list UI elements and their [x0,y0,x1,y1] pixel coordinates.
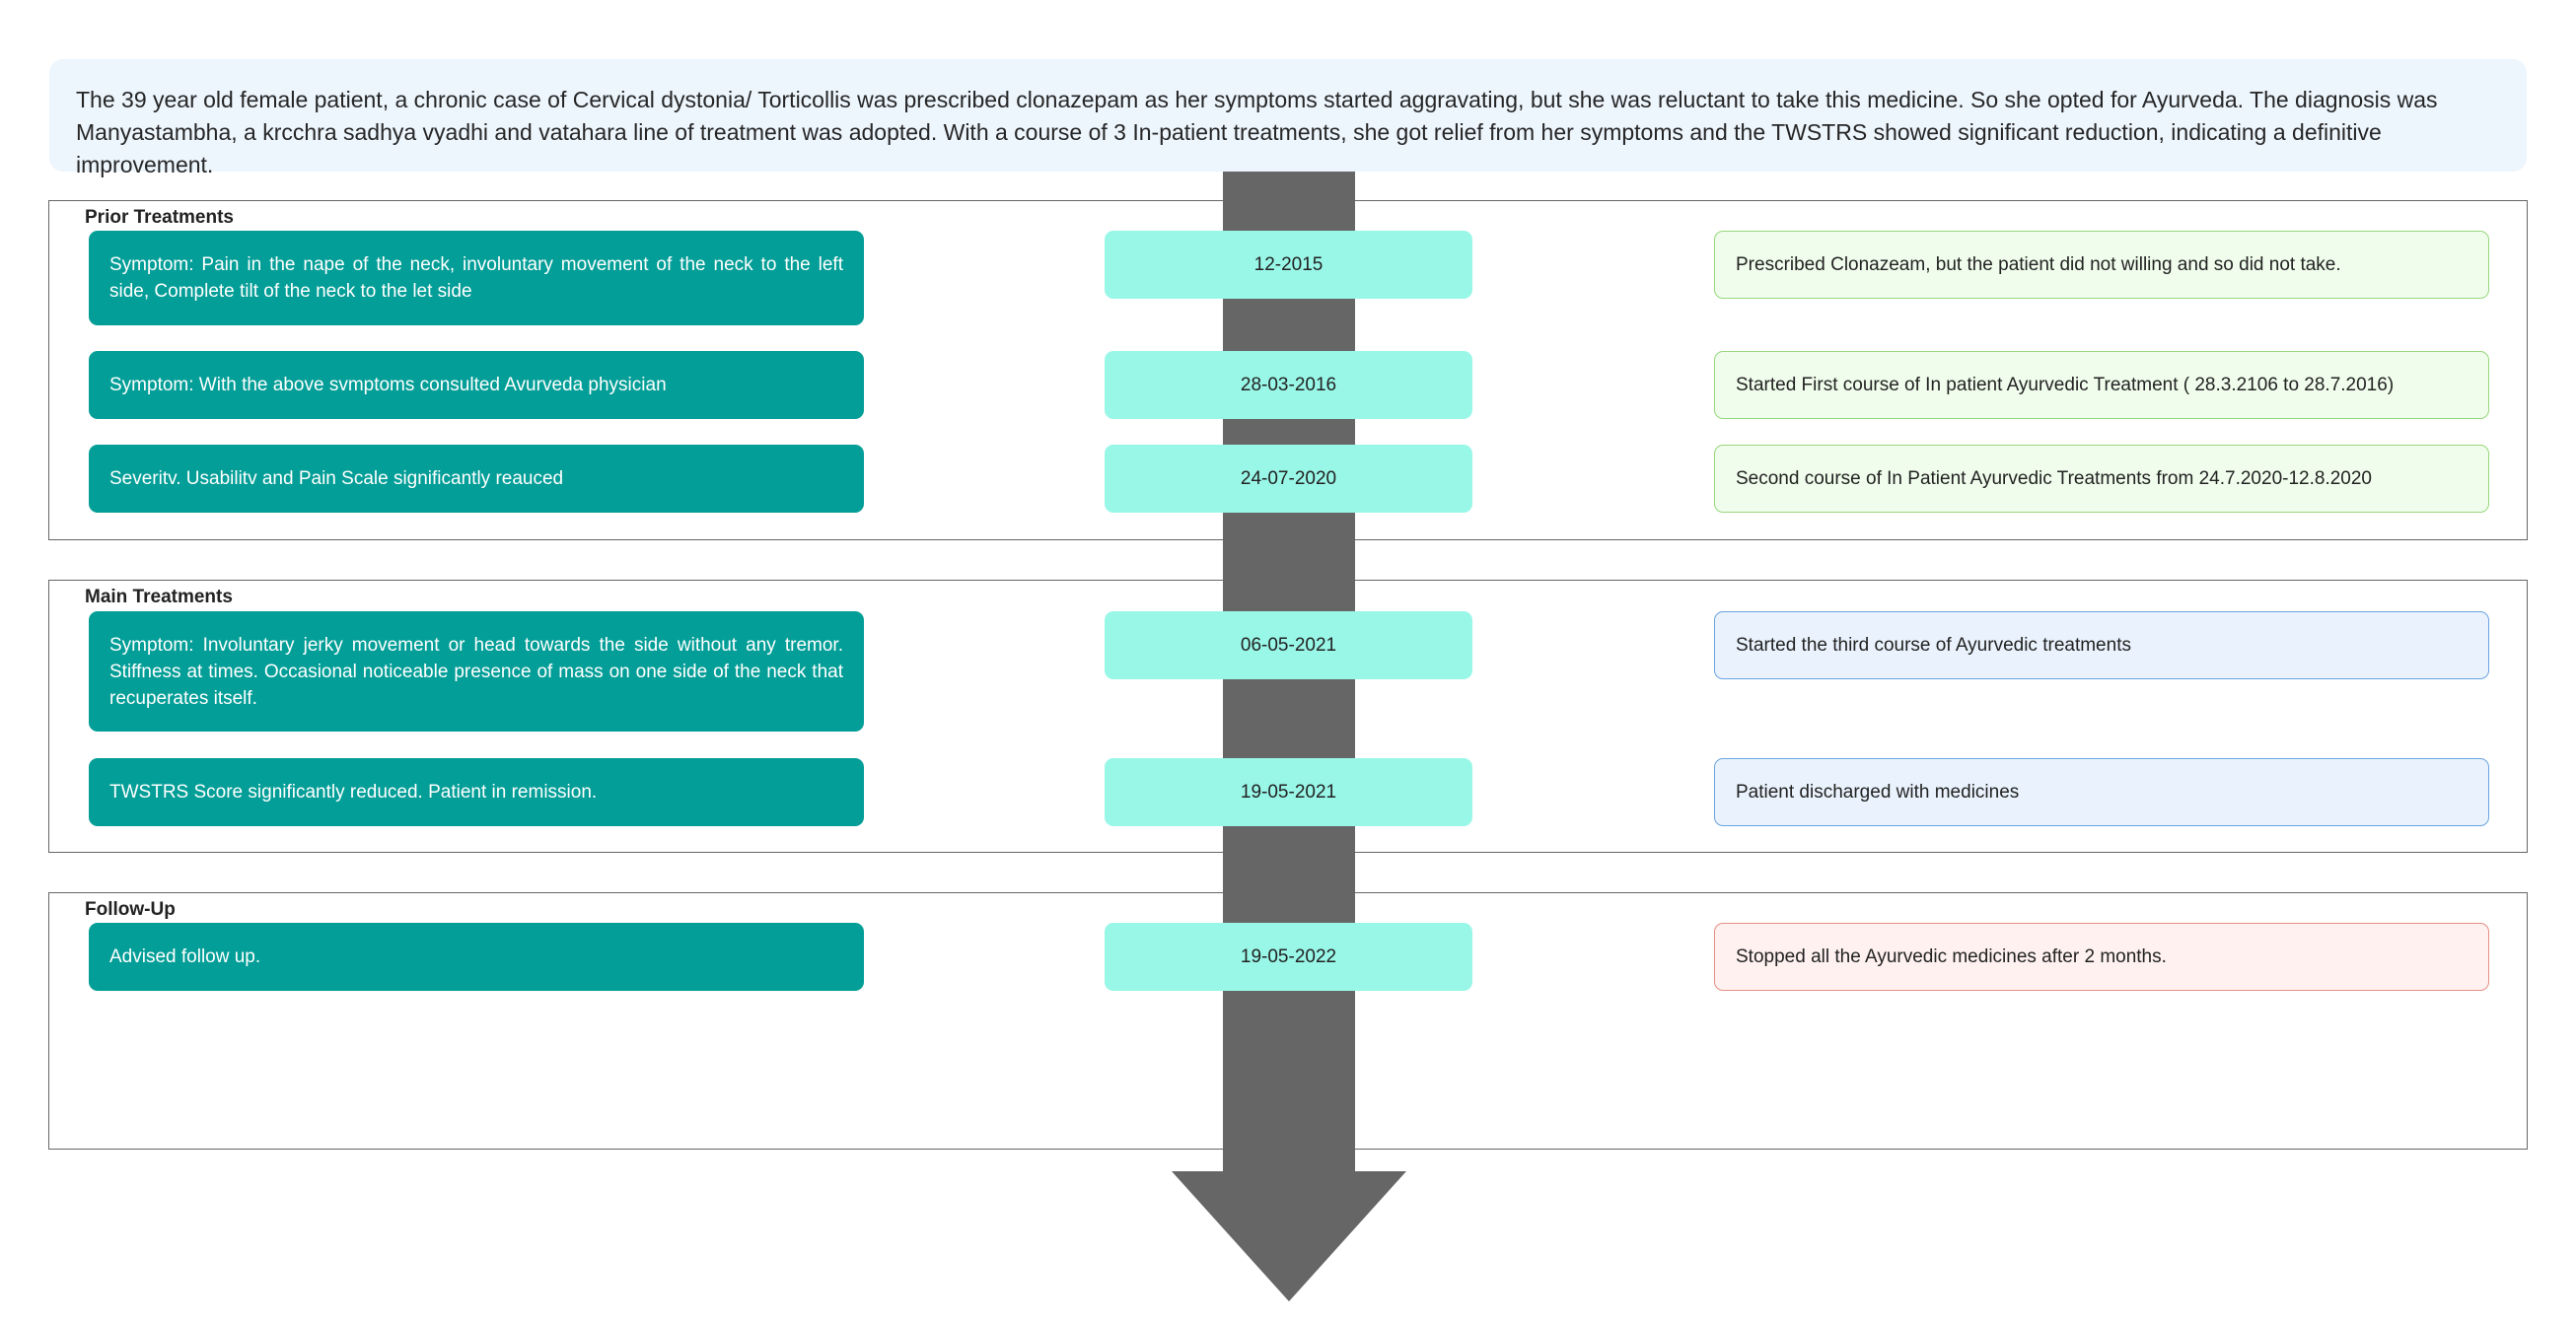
date-box: 06-05-2021 [1105,611,1472,679]
date-box: 24-07-2020 [1105,445,1472,513]
action-box: Second course of In Patient Ayurvedic Tr… [1714,445,2489,513]
symptom-box: Advised follow up. [89,923,864,991]
section-main-treatments: Main Treatments [48,580,2528,853]
section-title: Follow-Up [85,899,176,920]
timeline-arrow-head [1172,1171,1406,1301]
action-box: Prescribed Clonazeam, but the patient di… [1714,231,2489,299]
date-box: 19-05-2021 [1105,758,1472,826]
section-prior-treatments: Prior Treatments [48,200,2528,540]
symptom-box: Severitv. Usabilitv and Pain Scale signi… [89,445,864,513]
action-box: Stopped all the Ayurvedic medicines afte… [1714,923,2489,991]
section-title: Main Treatments [85,587,233,607]
action-box: Started the third course of Ayurvedic tr… [1714,611,2489,679]
symptom-box: TWSTRS Score significantly reduced. Pati… [89,758,864,826]
date-box: 28-03-2016 [1105,351,1472,419]
section-title: Prior Treatments [85,207,234,228]
date-box: 12-2015 [1105,231,1472,299]
symptom-box: Symptom: Pain in the nape of the neck, i… [89,231,864,325]
symptom-box: Symptom: With the above svmptoms consult… [89,351,864,419]
case-summary: The 39 year old female patient, a chroni… [49,59,2527,177]
symptom-box: Symptom: Involuntary jerky movement or h… [89,611,864,732]
date-box: 19-05-2022 [1105,923,1472,991]
section-follow-up: Follow-Up [48,892,2528,1150]
action-box: Started First course of In patient Ayurv… [1714,351,2489,419]
action-box: Patient discharged with medicines [1714,758,2489,826]
